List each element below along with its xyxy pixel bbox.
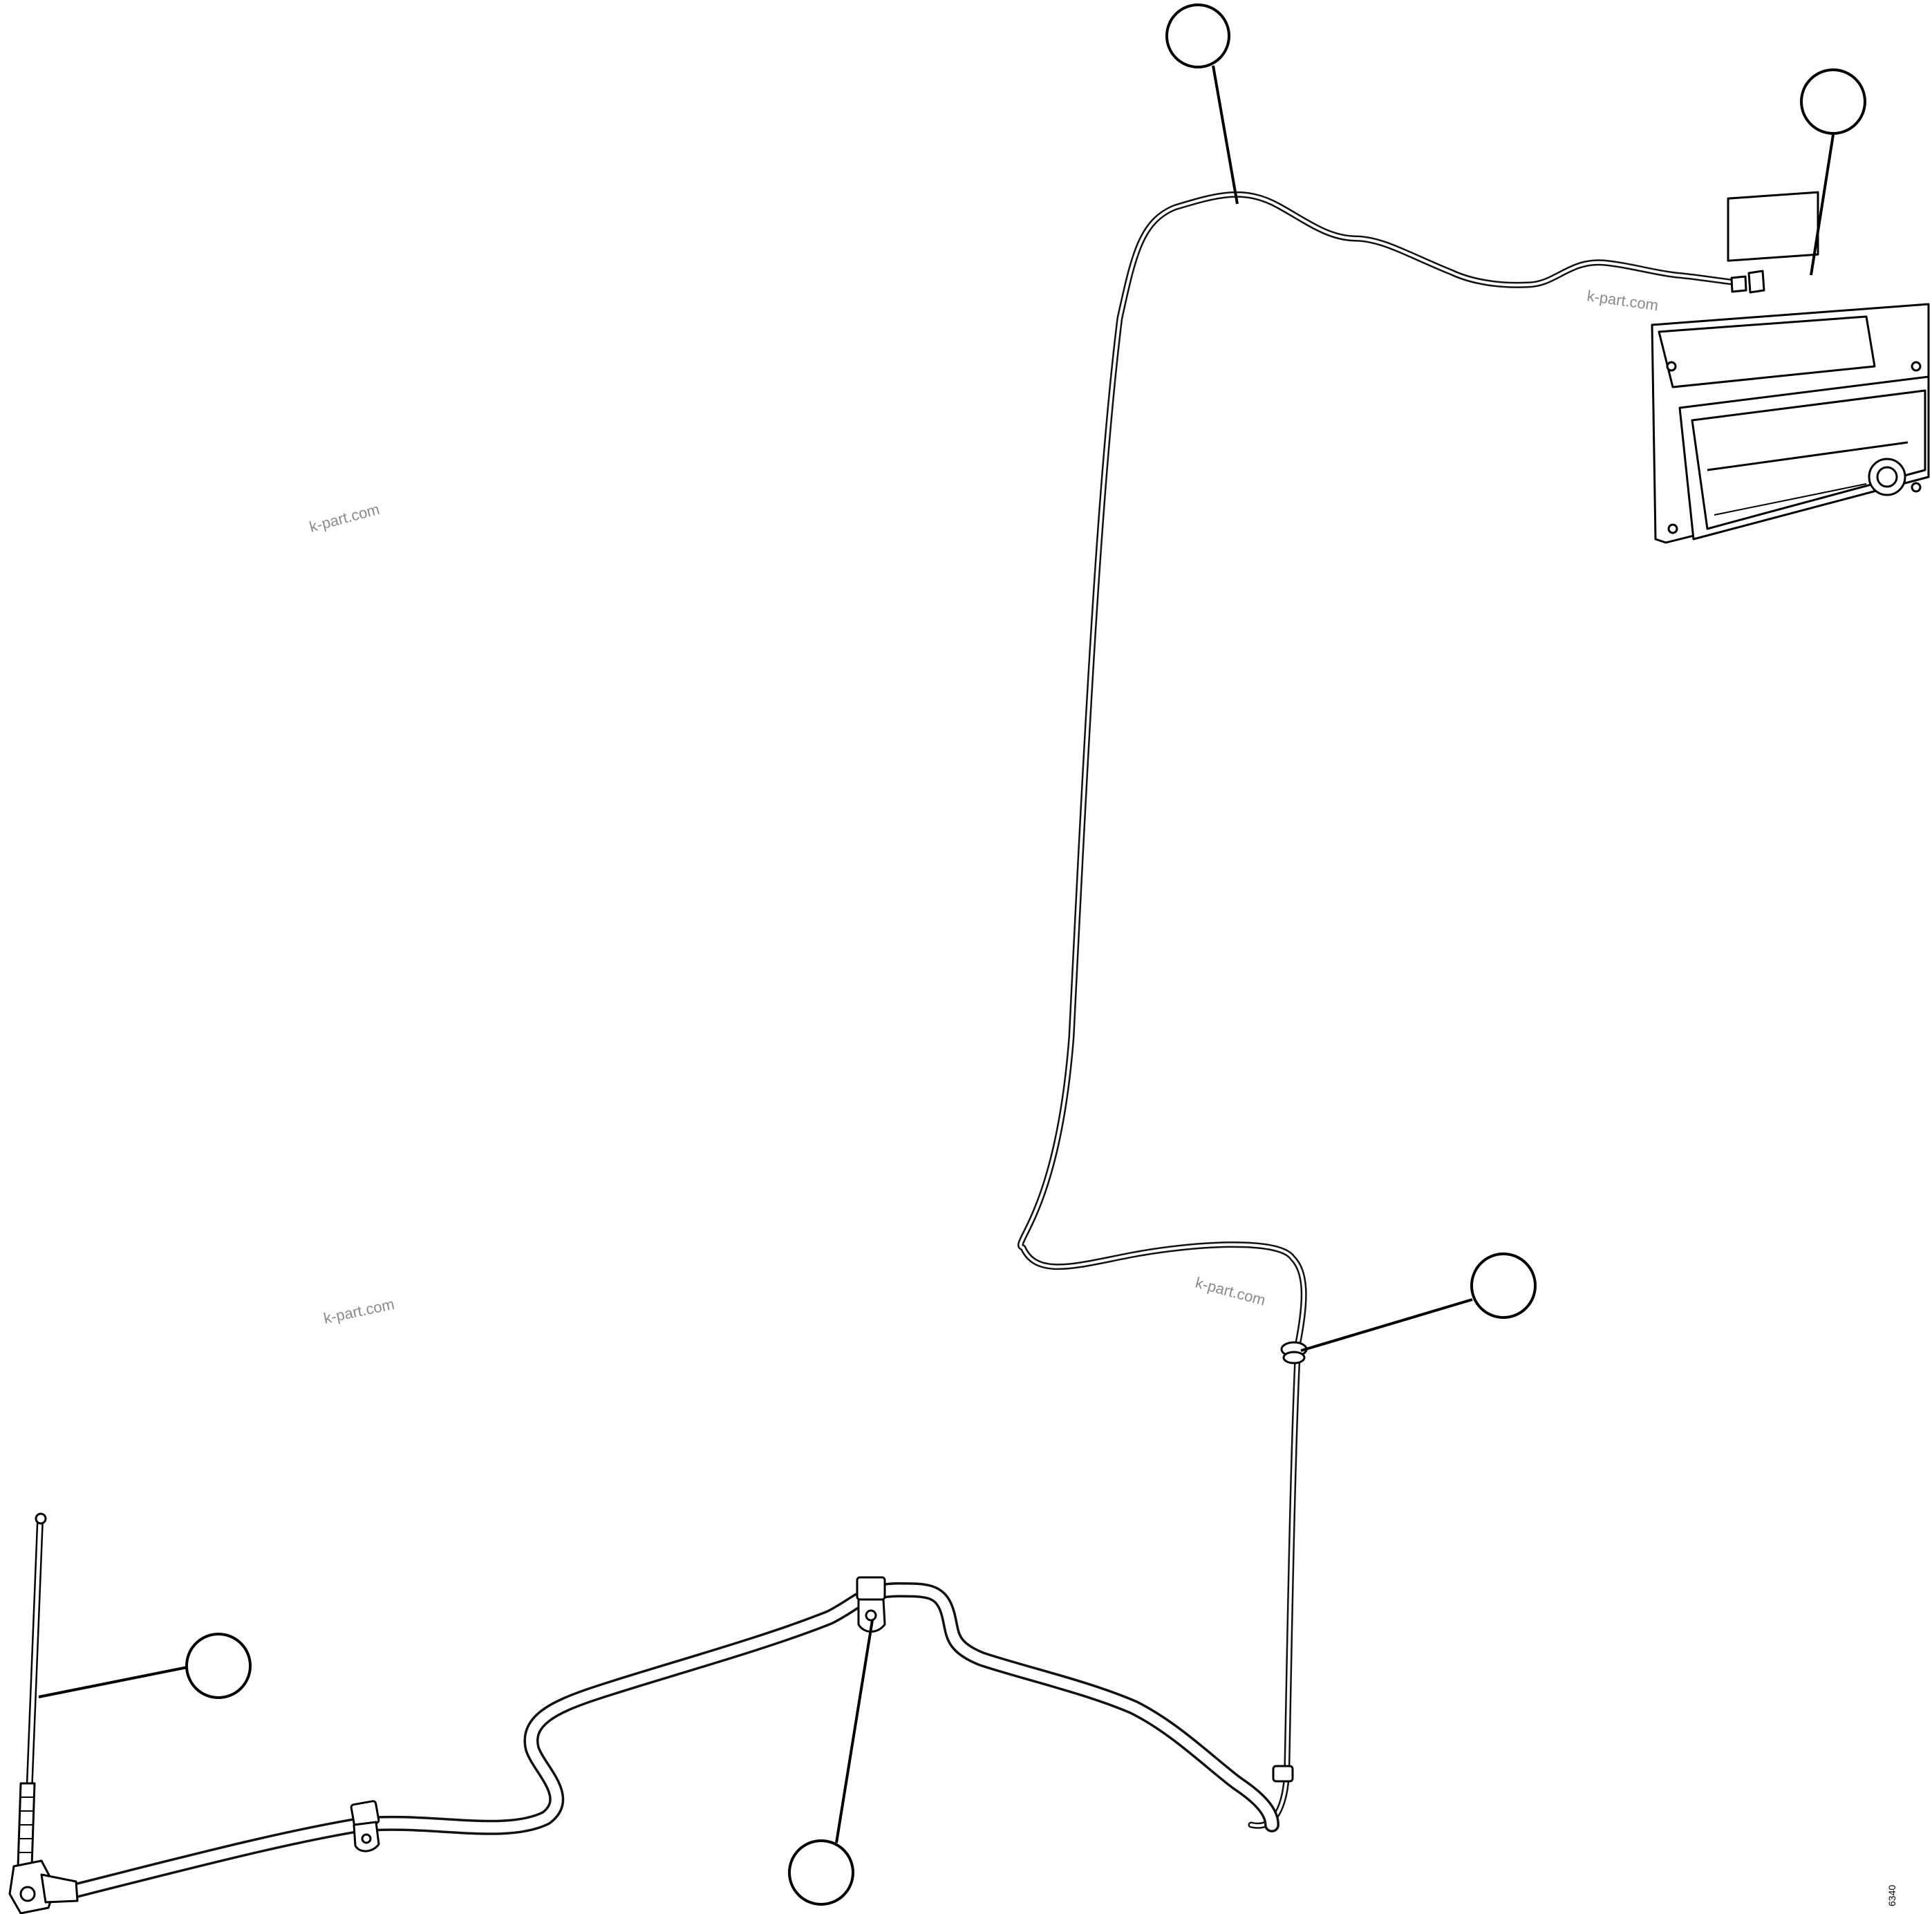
- watermark-4: k-part.com: [1194, 1274, 1268, 1309]
- callout-circle-2: [1800, 68, 1866, 135]
- leader-4: [38, 1666, 188, 1698]
- antenna-cable: [1017, 191, 1735, 1829]
- cable-clamp-middle: [856, 1576, 886, 1633]
- leader-lines: [38, 65, 1835, 1843]
- coax-end-cap: [1272, 1765, 1294, 1783]
- leader-5: [835, 1620, 874, 1843]
- watermarks: k-part.com k-part.com k-part.com k-part.…: [308, 287, 1660, 1327]
- radio-head-unit: [1651, 191, 1930, 544]
- callouts: [185, 3, 1866, 1906]
- coax-cable: [68, 1582, 1279, 1898]
- callout-circle-1: [1165, 3, 1230, 68]
- grommet: [1280, 1341, 1308, 1364]
- callout-circle-4: [185, 1633, 252, 1699]
- figure-code: 6340: [1886, 1885, 1897, 1906]
- callout-circle-3: [1470, 1252, 1537, 1319]
- watermark-3: k-part.com: [322, 1295, 396, 1327]
- leader-1: [1212, 65, 1239, 205]
- watermark-1: k-part.com: [308, 500, 382, 536]
- cable-clamp-left: [350, 1800, 380, 1852]
- leader-3: [1300, 1298, 1473, 1352]
- whip-antenna: [8, 1512, 79, 1914]
- callout-circle-5: [788, 1839, 854, 1906]
- watermark-2: k-part.com: [1586, 287, 1659, 314]
- leader-2: [1810, 134, 1835, 276]
